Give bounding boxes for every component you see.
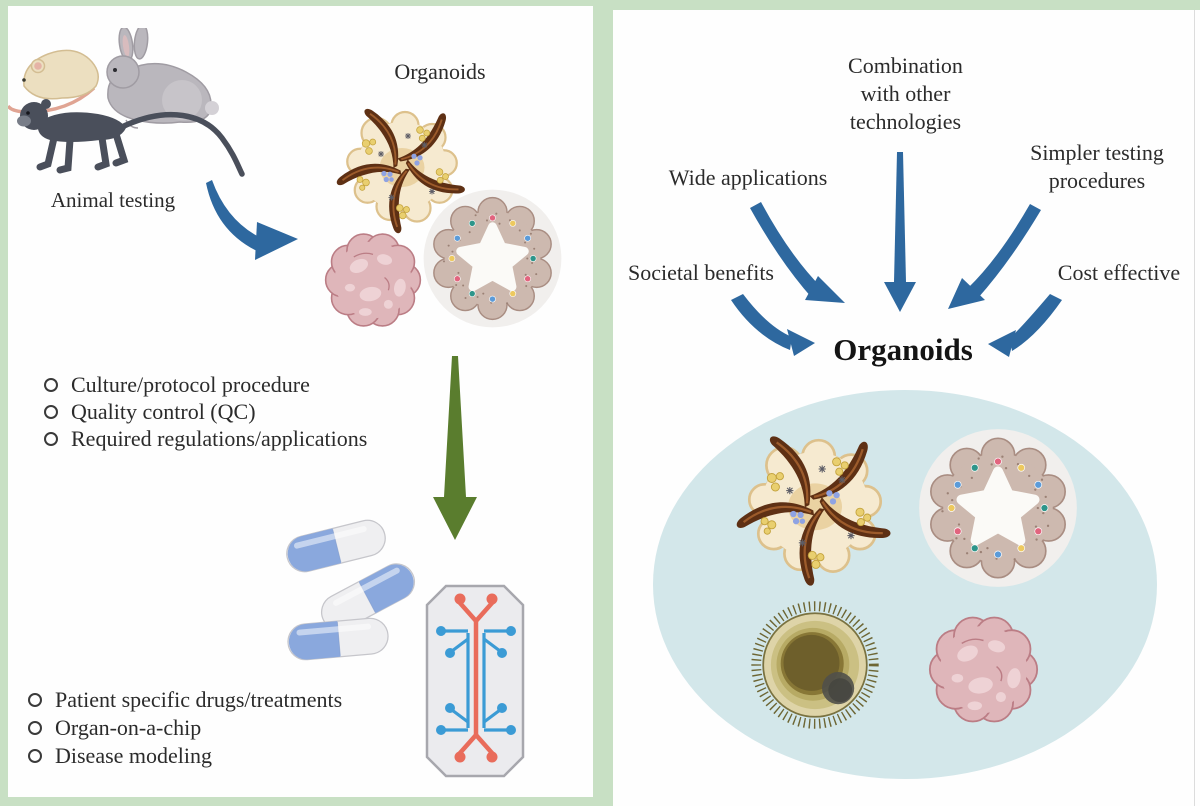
bullet-icon <box>28 693 42 707</box>
list-item: Patient specific drugs/treatments <box>28 686 342 714</box>
intestinal-organoid-illustration <box>420 186 565 331</box>
list-item: Organ-on-a-chip <box>28 714 342 742</box>
benefit-societal-label: Societal benefits <box>627 260 774 285</box>
tumor-spheroid-illustration <box>309 216 437 344</box>
bullet-icon <box>28 721 42 735</box>
curved-arrow-icon <box>206 180 298 260</box>
capsule-pill-illustration <box>286 616 391 663</box>
organoids-title: Organoids <box>833 332 973 367</box>
list-item: Quality control (QC) <box>44 398 367 425</box>
panel-edge-divider <box>1194 10 1195 806</box>
capsule-pill-illustration <box>282 515 390 577</box>
organoids-label-left: Organoids <box>394 59 486 84</box>
brain-organoid-illustration <box>725 415 905 595</box>
animal-testing-label: Animal testing <box>50 188 176 212</box>
left-panel: Animal testing Organoids Culture/protoco… <box>8 6 593 797</box>
list-item: Disease modeling <box>28 742 342 770</box>
rat-illustration <box>8 49 99 114</box>
applications-list: Patient specific drugs/treatments Organ-… <box>28 686 342 770</box>
bullet-icon <box>28 749 42 763</box>
converging-arrows-icon <box>731 152 1062 357</box>
benefit-cost-label: Cost effective <box>1057 260 1181 285</box>
benefit-wide-applications-label: Wide applications <box>668 165 828 190</box>
list-item: Required regulations/applications <box>44 425 367 452</box>
rabbit-illustration <box>106 28 219 129</box>
benefit-simpler-testing-label: Simpler testing procedures <box>1030 140 1164 193</box>
benefit-combination-label: Combination with other technologies <box>848 53 963 134</box>
intestinal-organoid-illustration <box>915 425 1081 591</box>
organoids-ellipse <box>653 390 1157 779</box>
list-item: Culture/protocol procedure <box>44 371 367 398</box>
bullet-icon <box>44 431 58 446</box>
bullet-icon <box>44 377 58 392</box>
bullet-icon <box>44 404 58 419</box>
organ-on-chip-illustration <box>425 584 525 778</box>
considerations-list: Culture/protocol procedure Quality contr… <box>44 371 367 452</box>
cystic-organoid-illustration <box>745 595 885 735</box>
lab-animals-illustration <box>8 28 245 177</box>
tumor-spheroid-illustration <box>911 597 1056 742</box>
monkey-illustration <box>17 99 245 177</box>
down-arrow-icon <box>433 356 477 540</box>
